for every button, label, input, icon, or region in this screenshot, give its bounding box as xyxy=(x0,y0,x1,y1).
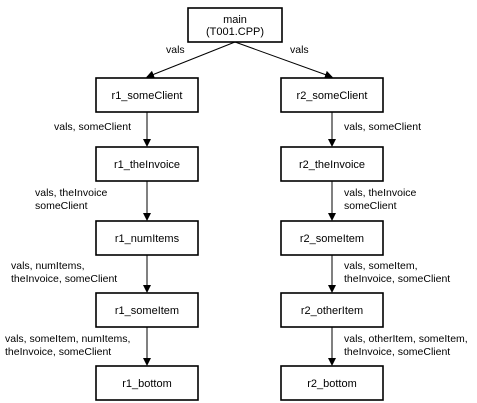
node-box xyxy=(95,77,199,113)
node-r2-otheritem: r2_otherItem xyxy=(280,292,384,328)
edge-main-to-r1-someclient: vals xyxy=(146,41,236,79)
edge-label-line: someClient xyxy=(344,200,397,212)
edge-arrow xyxy=(146,41,236,79)
edge-label: vals, someItem,theInvoice, someClient xyxy=(344,260,450,285)
node-r2-bottom: r2_bottom xyxy=(280,365,384,401)
edge-r2-someitem-to-r2-otheritem: vals, someItem,theInvoice, someClient xyxy=(328,255,450,293)
edge-r2-otheritem-to-r2-bottom: vals, otherItem, someItem,theInvoice, so… xyxy=(328,327,468,366)
node-label: (T001.CPP) xyxy=(206,26,264,38)
edge-label-line: vals, theInvoice xyxy=(344,187,417,199)
node-main: main(T001.CPP) xyxy=(187,7,283,43)
node-r1-someitem: r1_someItem xyxy=(95,292,199,328)
edge-main-to-r2-someclient: vals xyxy=(234,41,333,79)
node-label: main xyxy=(223,14,247,26)
edge-label: vals, someClient xyxy=(54,121,131,133)
edge-arrow xyxy=(234,41,333,79)
edge-label-line: vals, someItem, numItems, xyxy=(5,333,130,345)
edge-label-line: vals, someItem, xyxy=(344,260,418,272)
node-box xyxy=(280,220,384,256)
edge-label: vals, numItems,theInvoice, someClient xyxy=(11,260,117,285)
edge-label-line: theInvoice, someClient xyxy=(11,273,117,285)
edge-label: vals, someItem, numItems,theInvoice, som… xyxy=(5,333,130,358)
edge-label-line: theInvoice, someClient xyxy=(344,346,450,358)
node-r2-theinvoice: r2_theInvoice xyxy=(280,146,384,182)
edge-label: vals, otherItem, someItem,theInvoice, so… xyxy=(344,333,468,358)
node-box xyxy=(280,77,384,113)
node-r1-theinvoice: r1_theInvoice xyxy=(95,146,199,182)
node-r1-someclient: r1_someClient xyxy=(95,77,199,113)
node-box xyxy=(95,292,199,328)
node-label: r1_theInvoice xyxy=(114,159,180,171)
edge-r2-someclient-to-r2-theinvoice: vals, someClient xyxy=(328,112,421,147)
node-r1-bottom: r1_bottom xyxy=(95,365,199,401)
node-box xyxy=(95,365,199,401)
edge-label-line: vals, otherItem, someItem, xyxy=(344,333,468,345)
node-label: r1_someClient xyxy=(112,90,183,102)
edge-label-line: someClient xyxy=(35,200,88,212)
node-box xyxy=(280,365,384,401)
node-label: r2_someItem xyxy=(300,233,364,245)
edge-label-line: vals, numItems, xyxy=(11,260,85,272)
edge-label-line: theInvoice, someClient xyxy=(5,346,111,358)
edge-label-line: vals xyxy=(166,44,185,56)
node-label: r2_someClient xyxy=(297,90,368,102)
node-box xyxy=(280,292,384,328)
edge-label-line: vals, someClient xyxy=(54,121,131,133)
node-label: r2_bottom xyxy=(307,378,357,390)
edge-label: vals xyxy=(290,44,309,56)
edge-label: vals xyxy=(166,44,185,56)
node-r2-someclient: r2_someClient xyxy=(280,77,384,113)
node-r2-someitem: r2_someItem xyxy=(280,220,384,256)
edge-label-line: vals, theInvoice xyxy=(35,187,108,199)
node-box xyxy=(95,220,199,256)
node-box xyxy=(187,7,283,43)
edge-r1-someitem-to-r1-bottom: vals, someItem, numItems,theInvoice, som… xyxy=(5,327,151,366)
edge-label-line: vals xyxy=(290,44,309,56)
edge-label-line: theInvoice, someClient xyxy=(344,273,450,285)
edge-r1-someclient-to-r1-theinvoice: vals, someClient xyxy=(54,112,151,147)
edge-r1-numitems-to-r1-someitem: vals, numItems,theInvoice, someClient xyxy=(11,255,151,293)
node-label: r2_otherItem xyxy=(301,305,363,317)
node-label: r1_someItem xyxy=(115,305,179,317)
node-label: r1_bottom xyxy=(122,378,172,390)
edge-label-line: vals, someClient xyxy=(344,121,421,133)
node-label: r2_theInvoice xyxy=(299,159,365,171)
node-box xyxy=(95,146,199,182)
node-box xyxy=(280,146,384,182)
node-label: r1_numItems xyxy=(115,233,180,245)
edge-label: vals, someClient xyxy=(344,121,421,133)
node-r1-numitems: r1_numItems xyxy=(95,220,199,256)
